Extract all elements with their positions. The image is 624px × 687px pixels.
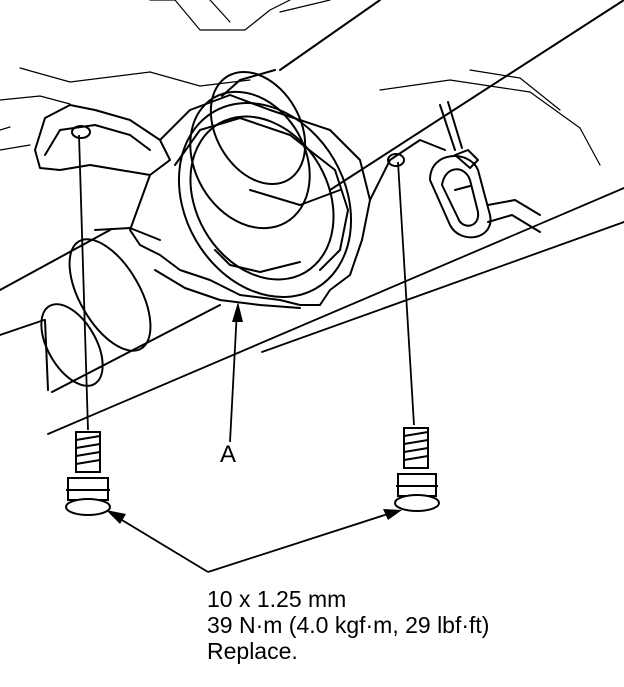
bolt-replace-note: Replace.: [207, 638, 298, 664]
arrow-spec-left: [111, 513, 209, 573]
bolt-spec-text: 10 x 1.25 mm 39 N·m (4.0 kgf·m, 29 lbf·f…: [207, 586, 489, 664]
arrowheads: [106, 302, 402, 524]
center-bearing-bracket: [34, 94, 446, 309]
propeller-shaft-rear: [189, 0, 624, 230]
flange-bolt-left: [65, 431, 111, 516]
arrow-spec-right: [207, 511, 395, 573]
arrowhead-left-bolt: [106, 510, 126, 524]
rubber-mount: [177, 102, 353, 298]
exhaust-hanger: [429, 101, 541, 239]
arrowhead-right-bolt: [383, 509, 402, 520]
callout-label-a: A: [220, 441, 237, 468]
arrow-a-leader: [229, 309, 238, 443]
underbody-frame: [0, 0, 601, 166]
callout-arrows: [111, 309, 395, 573]
body-panel-lines: [0, 187, 624, 435]
arrowhead-a: [232, 302, 243, 322]
bolt-torque-text: 39 N·m (4.0 kgf·m, 29 lbf·ft): [207, 612, 490, 638]
bolt-size-text: 10 x 1.25 mm: [207, 586, 347, 612]
propeller-shaft-front: [0, 227, 221, 393]
flange-bolt-right: [394, 427, 440, 512]
bolt-leader-lines: [78, 134, 415, 431]
